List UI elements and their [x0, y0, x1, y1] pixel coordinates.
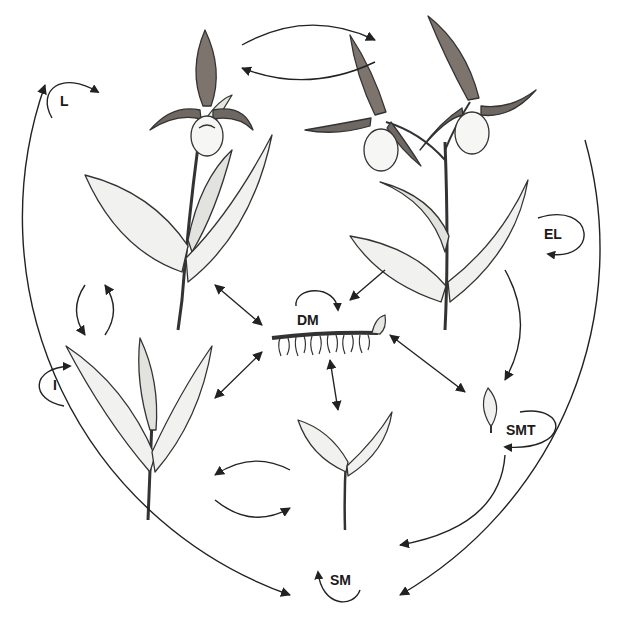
transition-arrow	[242, 62, 375, 80]
transition-arrow	[105, 285, 114, 335]
two-flowered-plant-part	[364, 129, 398, 171]
transition-arrow	[77, 285, 86, 335]
transition-arrow	[242, 25, 375, 45]
two-flowered-plant-part	[481, 90, 536, 115]
stasis-loop-arrow-part	[296, 291, 338, 310]
transition-arrow	[215, 500, 290, 517]
two-flowered-plant-part	[455, 112, 489, 154]
stage-label: SM	[330, 572, 351, 588]
transition-arrow	[505, 270, 521, 380]
stasis-loop-arrow-part	[39, 366, 70, 406]
stage-node: DM	[262, 300, 390, 360]
stage-label: EL	[544, 226, 562, 242]
flowering-plant-part	[191, 116, 223, 156]
vegetative-plant	[66, 338, 212, 520]
transition-arrow	[400, 140, 600, 595]
stasis-loop-arrow-part	[318, 572, 360, 602]
small-plant-part	[347, 412, 392, 476]
transition-arrow	[215, 461, 290, 475]
transition-arrow	[390, 335, 465, 392]
transition-arrow	[350, 270, 385, 300]
seedling-part	[483, 388, 496, 425]
transition-arrow	[400, 455, 505, 545]
dormant-rhizome-part	[272, 333, 378, 338]
transition-arrow	[22, 85, 290, 595]
vegetative-plant-part	[152, 346, 212, 472]
vegetative-plant-part	[66, 346, 155, 472]
flowering-plant-part	[186, 135, 272, 282]
flowering-plant-part	[85, 175, 188, 272]
vegetative-plant-part	[139, 338, 157, 430]
stage-node: SMT	[465, 380, 575, 455]
stage-label: L	[60, 93, 69, 109]
two-flowered-plant-part	[305, 118, 371, 132]
stage-node: L	[45, 35, 242, 285]
dormant-rhizome	[272, 315, 385, 356]
stasis-loop-arrow-part	[538, 215, 584, 255]
stage-label: SMT	[506, 422, 536, 438]
two-flowered-plant-part	[380, 182, 449, 252]
two-flowered-plant-part	[350, 236, 446, 302]
flowering-plant-part	[199, 125, 215, 128]
stasis-loop-arrow-part	[505, 411, 556, 447]
dormant-rhizome-part	[279, 335, 370, 356]
transition-arrow	[215, 285, 262, 325]
two-flowered-plant	[305, 16, 536, 330]
flowering-plant	[85, 30, 272, 330]
flowering-plant-part	[196, 30, 216, 106]
two-flowered-plant-part	[448, 180, 528, 302]
stage-node: EL	[375, 5, 585, 270]
seedling	[483, 388, 496, 433]
stage-node: I	[40, 335, 215, 525]
small-plant	[298, 412, 392, 530]
transition-arrow	[215, 352, 262, 398]
transition-arrow	[330, 360, 338, 410]
two-flowered-plant-part	[428, 16, 479, 100]
stage-label: DM	[297, 312, 319, 328]
stage-node: SM	[290, 410, 400, 605]
stage-label: I	[53, 377, 57, 393]
stasis-loop-arrow	[39, 83, 584, 602]
two-flowered-plant-part	[350, 35, 386, 115]
seedling-part	[490, 425, 492, 433]
dormant-rhizome-part	[372, 315, 385, 334]
stasis-loop-arrow-part	[47, 83, 98, 118]
small-plant-part	[298, 420, 348, 472]
